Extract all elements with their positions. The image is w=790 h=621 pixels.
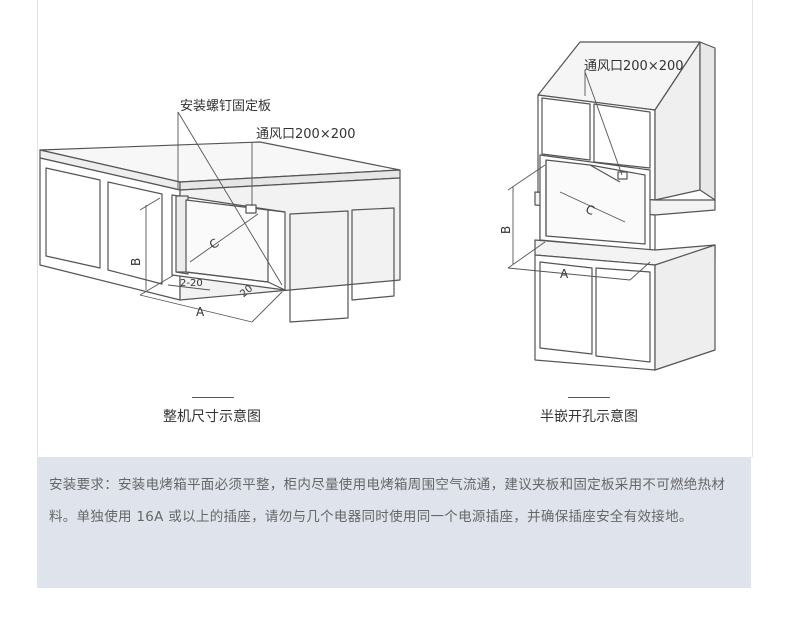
installation-note: 安装要求：安装电烤箱平面必须平整，柜内尽量使用电烤箱周围空气流通，建议夹板和固定…: [37, 457, 751, 588]
note-text: 安装要求：安装电烤箱平面必须平整，柜内尽量使用电烤箱周围空气流通，建议夹板和固定…: [49, 477, 726, 525]
vent-label-right: 通风口200×200: [584, 59, 684, 74]
dim-a-right: A: [560, 267, 569, 281]
caption-divider-right: [568, 397, 610, 398]
vent-label-left: 通风口200×200: [256, 127, 356, 142]
dim-b-left: B: [129, 258, 143, 266]
dimension-lines-right: [507, 70, 651, 281]
leader-lines-left: [177, 111, 283, 286]
gap-side-label: 2-20: [180, 278, 203, 289]
installation-diagram: 安装螺钉固定板 通风口200×200 通风口200×200 B A C 2-20…: [39, 41, 716, 371]
screw-plate-label: 安装螺钉固定板: [180, 99, 271, 114]
dimension-lines-left: [139, 197, 283, 323]
oven-opening-left: [171, 194, 286, 291]
dim-a-left: A: [196, 305, 205, 319]
dim-b-right: B: [499, 226, 513, 234]
caption-divider-left: [192, 397, 234, 398]
tall-cabinet: [534, 41, 716, 371]
caption-left: 整机尺寸示意图: [163, 409, 261, 425]
caption-right: 半嵌开孔示意图: [540, 409, 638, 425]
